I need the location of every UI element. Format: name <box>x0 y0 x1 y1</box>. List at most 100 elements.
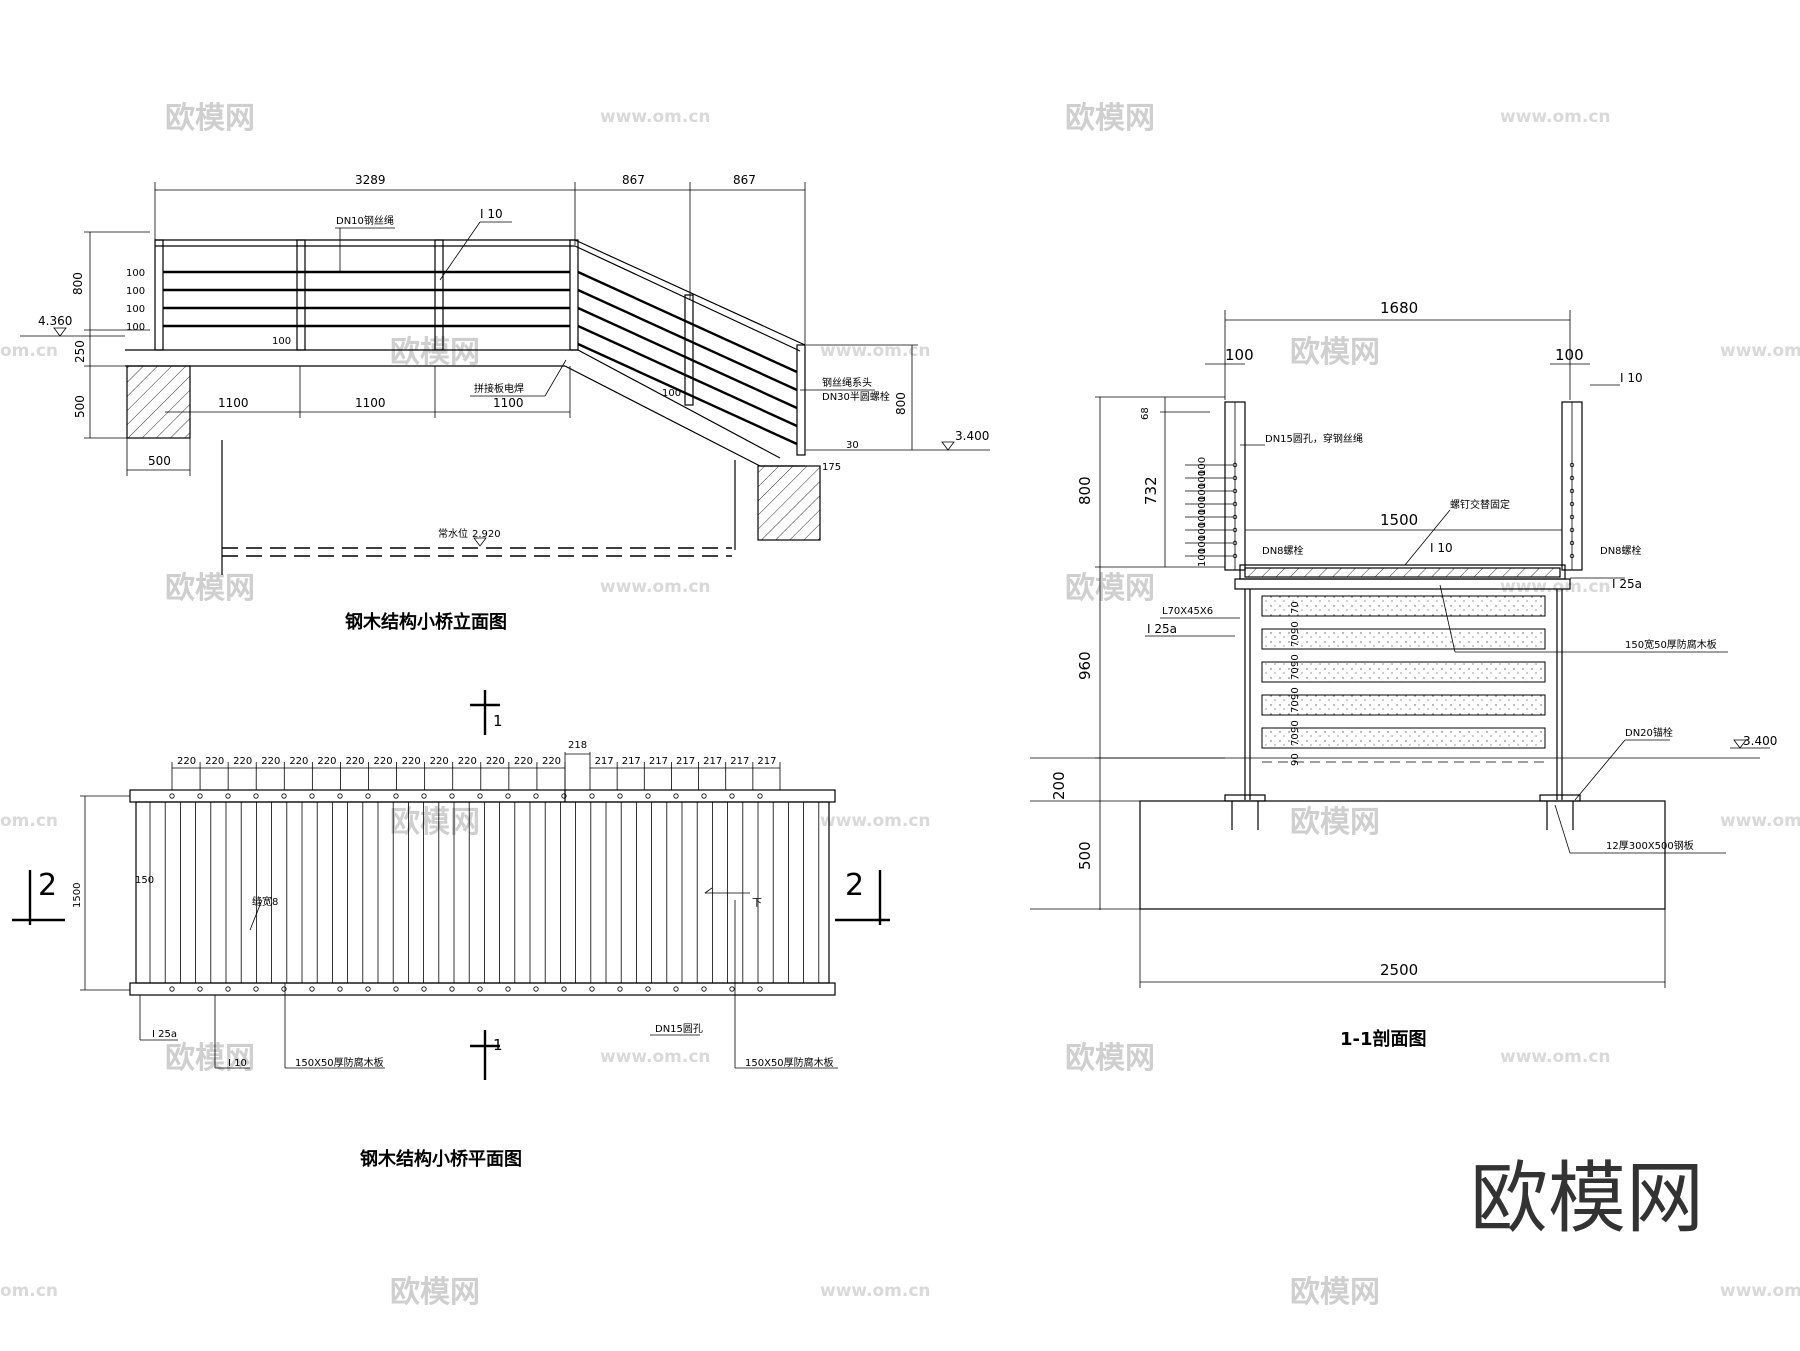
hole <box>225 986 231 992</box>
watermark-url: www.om.cn <box>820 1281 931 1301</box>
hole <box>1569 514 1575 520</box>
handrail-slope <box>574 239 806 346</box>
spacing-label: 217 <box>676 756 695 767</box>
hole <box>281 986 287 992</box>
rail-spacing-label: 100 <box>1197 470 1208 489</box>
label-bolt-left: DN8螺栓 <box>1262 544 1304 557</box>
hole <box>365 986 371 992</box>
hole <box>729 986 735 992</box>
dim-inner: 1500 <box>1380 511 1418 529</box>
hole <box>393 793 399 799</box>
watermark-brand: 欧模网 <box>1290 1275 1380 1310</box>
hole <box>701 986 707 992</box>
label-i10: I 10 <box>228 1058 247 1069</box>
dim-top: 1680 <box>1380 299 1418 317</box>
label-board: 150宽50厚防腐木板 <box>1625 638 1717 651</box>
water-level-label: 常水位 <box>438 527 468 540</box>
hole <box>337 793 343 799</box>
svg-text:3.400: 3.400 <box>955 429 989 443</box>
section-mark-left: 2 <box>12 868 65 925</box>
hole <box>1232 475 1238 481</box>
hole <box>1569 501 1575 507</box>
hole <box>561 793 567 799</box>
hole <box>253 793 259 799</box>
watermark-brand: 欧模网 <box>390 805 480 840</box>
watermark-url: www.om.cn <box>820 811 931 831</box>
wire-ropes <box>163 270 798 446</box>
svg-text:100: 100 <box>126 322 145 333</box>
deck-slope <box>577 349 781 459</box>
svg-text:3.400: 3.400 <box>1743 734 1777 748</box>
hole <box>309 986 315 992</box>
watermark-url: www.om.cn <box>820 341 931 361</box>
hole <box>729 793 735 799</box>
board-gap-label: 90 <box>1290 654 1301 667</box>
foundation <box>1139 800 1666 910</box>
post <box>796 344 806 456</box>
spacing-label: 220 <box>514 756 533 767</box>
handrail-slope-inner <box>574 245 801 352</box>
hole <box>449 986 455 992</box>
main-beam <box>1234 578 1571 590</box>
hole <box>365 793 371 799</box>
dim-top-1: 3289 <box>355 173 386 187</box>
dim-left-800: 800 <box>71 272 85 295</box>
dim-960: 960 <box>1076 651 1094 680</box>
svg-text:175: 175 <box>822 462 841 473</box>
hole <box>533 986 539 992</box>
hole <box>589 986 595 992</box>
hole <box>169 793 175 799</box>
hole <box>617 793 623 799</box>
section-mark-top: 1 <box>470 690 503 735</box>
left-abutment <box>126 365 191 439</box>
hole <box>1232 488 1238 494</box>
watermark-url-short: om.cn <box>0 811 58 831</box>
hole <box>1232 501 1238 507</box>
hole <box>197 986 203 992</box>
board-gap-label: 90 <box>1290 720 1301 733</box>
label-i25a: I 25a <box>152 1029 177 1040</box>
spacing-label: 217 <box>649 756 668 767</box>
label-i10: I 10 <box>1620 371 1643 385</box>
dim-68: 68 <box>1140 407 1151 420</box>
hole <box>449 793 455 799</box>
watermark-brand: 欧模网 <box>1065 571 1155 606</box>
label-hole: DN15圆孔，穿钢丝绳 <box>1265 432 1363 445</box>
section-mark-right: 2 <box>835 868 890 925</box>
spacing-label: 220 <box>289 756 308 767</box>
deck-boards <box>149 802 820 983</box>
watermark-url: www.om.cn <box>1720 811 1800 831</box>
hole <box>337 986 343 992</box>
svg-text:4.360: 4.360 <box>38 314 72 328</box>
watermark-url: www.om.cn <box>1500 577 1611 597</box>
dim-left-250: 250 <box>73 340 87 363</box>
watermark-url: www.om.cn <box>600 577 711 597</box>
hole <box>1569 527 1575 533</box>
dim-top-3: 867 <box>733 173 756 187</box>
board-gap-label: 70 <box>1290 667 1301 680</box>
hole <box>589 793 595 799</box>
label-anchor: DN20锚栓 <box>1625 726 1673 739</box>
rail-spacing-label: 100 <box>1197 457 1208 476</box>
wood-board <box>1261 694 1546 716</box>
base-plate-right <box>1539 794 1581 802</box>
spacing-label: 220 <box>317 756 336 767</box>
watermark-url-short: om.cn <box>0 1281 58 1301</box>
hole <box>1569 488 1575 494</box>
svg-text:1100: 1100 <box>218 396 249 410</box>
hole <box>757 986 763 992</box>
spacing-label: 217 <box>595 756 614 767</box>
label-bolt: DN30半圆螺栓 <box>822 390 890 403</box>
label-board-2: 150X50厚防腐木板 <box>745 1056 834 1069</box>
label-hole: DN15圆孔 <box>655 1023 703 1035</box>
dim-732: 732 <box>1142 476 1160 505</box>
hole <box>393 986 399 992</box>
hole <box>1569 553 1575 559</box>
spacing-label: 220 <box>345 756 364 767</box>
svg-text:100: 100 <box>126 304 145 315</box>
dim-top-2: 867 <box>622 173 645 187</box>
hole <box>1569 540 1575 546</box>
